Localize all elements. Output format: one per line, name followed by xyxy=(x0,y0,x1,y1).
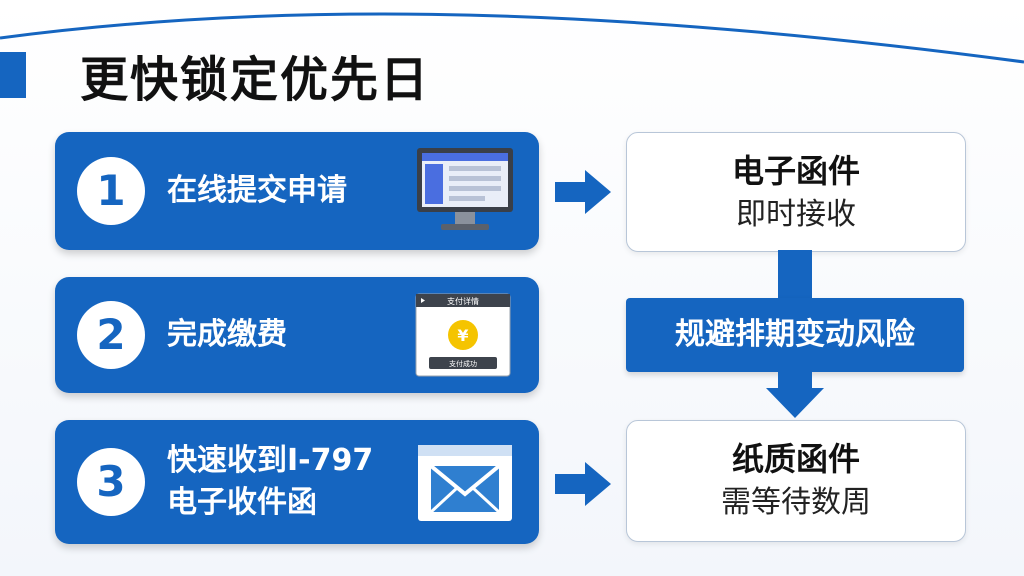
connector-line xyxy=(778,250,812,298)
computer-monitor-icon xyxy=(417,148,513,230)
step-1-number: 1 xyxy=(77,157,145,225)
step-2-label: 完成缴费 xyxy=(167,317,287,352)
step-2-number: 2 xyxy=(77,301,145,369)
paper-notice-card: 纸质函件 需等待数周 xyxy=(626,420,966,542)
step-3-label: 快速收到I-797 电子收件函 xyxy=(167,443,374,520)
arrow-down-icon xyxy=(766,388,824,418)
payment-window-title: 支付详情 xyxy=(447,296,479,306)
risk-avoidance-banner: 规避排期变动风险 xyxy=(626,298,964,372)
payment-window-icon: 支付详情 ¥ 支付成功 xyxy=(415,293,511,377)
electronic-notice-title: 电子函件 xyxy=(731,152,860,190)
paper-notice-title: 纸质函件 xyxy=(731,440,860,478)
electronic-notice-subtitle: 即时接收 xyxy=(736,197,856,232)
yuan-symbol: ¥ xyxy=(457,326,468,345)
page-title: 更快锁定优先日 xyxy=(80,52,431,108)
arrow-right-icon xyxy=(555,462,611,506)
connector-line xyxy=(778,372,812,390)
email-envelope-icon xyxy=(418,445,512,521)
payment-success-button: 支付成功 xyxy=(449,359,477,368)
decorative-wave xyxy=(0,12,1024,64)
paper-notice-subtitle: 需等待数周 xyxy=(721,485,871,520)
title-accent-bar xyxy=(0,52,26,98)
electronic-notice-card: 电子函件 即时接收 xyxy=(626,132,966,252)
step-3-card: 3 快速收到I-797 电子收件函 xyxy=(55,420,539,544)
arrow-right-icon xyxy=(555,170,611,214)
step-3-number: 3 xyxy=(77,448,145,516)
step-1-card: 1 在线提交申请 xyxy=(55,132,539,250)
step-2-card: 2 完成缴费 支付详情 ¥ 支付成功 xyxy=(55,277,539,393)
step-1-label: 在线提交申请 xyxy=(167,173,347,208)
